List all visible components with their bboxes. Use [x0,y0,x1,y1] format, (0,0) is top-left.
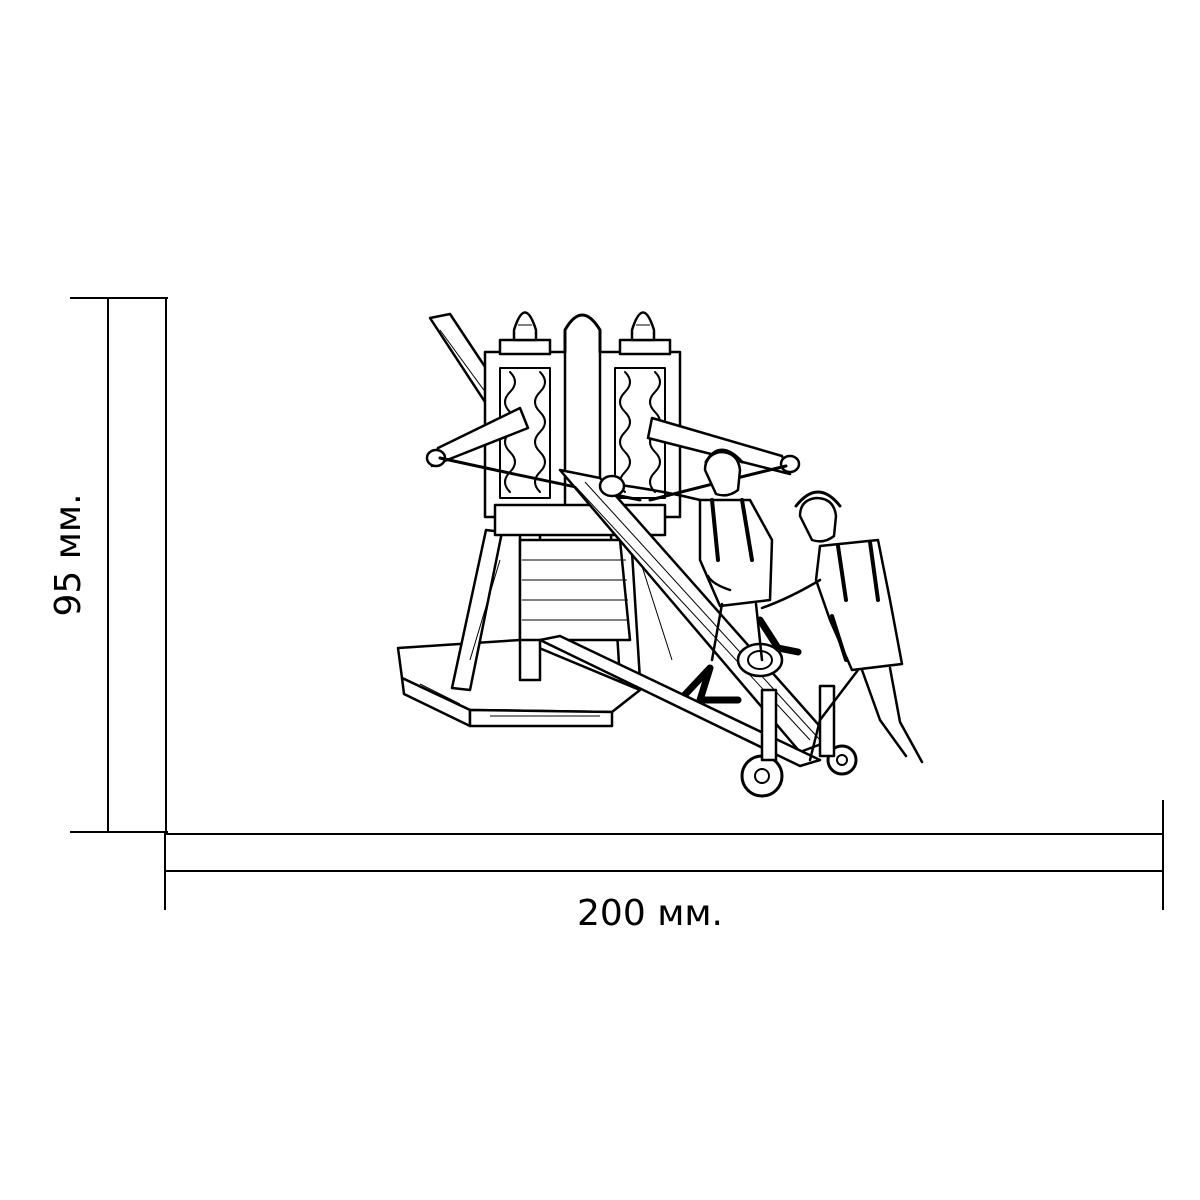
ballista-arms [425,406,801,502]
height-dimension: 95 мм. [48,297,168,833]
width-label: 200 мм. [577,893,723,934]
ballista-trestle [450,518,673,692]
height-label: 95 мм. [48,493,89,616]
ballista-illustration-image [396,311,924,798]
ballista-stock [538,468,858,798]
width-dimension: 200 мм. [164,800,1164,934]
soldier-upper [598,448,774,662]
soldier-lower [760,490,924,764]
